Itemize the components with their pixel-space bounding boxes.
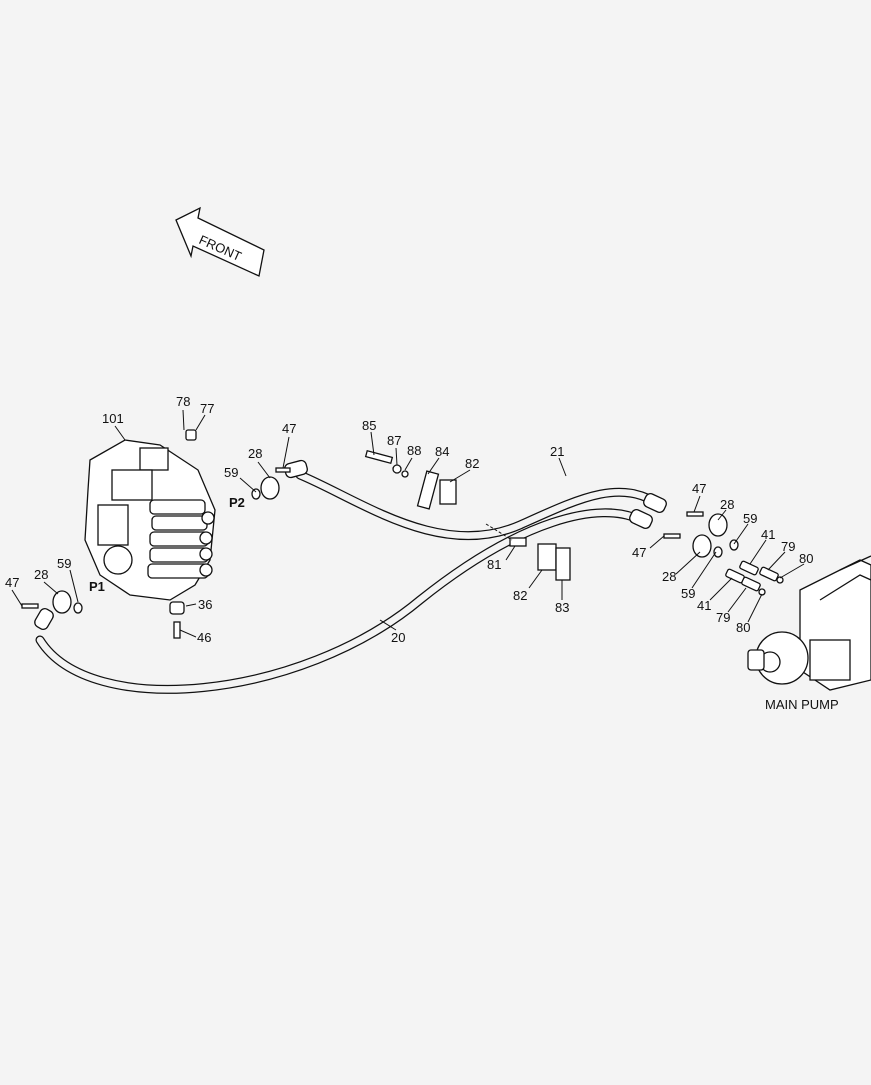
callout-28: 28	[248, 446, 262, 461]
callout-28: 28	[34, 567, 48, 582]
callout-77: 77	[200, 401, 214, 416]
callout-101: 101	[102, 411, 124, 426]
callout-85: 85	[362, 418, 376, 433]
callout-80: 80	[799, 551, 813, 566]
callout-79: 79	[716, 610, 730, 625]
callout-21: 21	[550, 444, 564, 459]
callout-47: 47	[282, 421, 296, 436]
control-valve	[84, 429, 216, 639]
port-p1-label: P1	[89, 579, 105, 594]
callout-59: 59	[681, 586, 695, 601]
callout-83: 83	[555, 600, 569, 615]
callout-78: 78	[176, 394, 190, 409]
clamp-assembly	[364, 449, 571, 581]
port-p2-label: P2	[229, 495, 245, 510]
callout-47: 47	[632, 545, 646, 560]
callout-59: 59	[743, 511, 757, 526]
leader-lines	[11, 409, 805, 638]
callout-28: 28	[720, 497, 734, 512]
hose-fittings	[34, 459, 667, 630]
main-pump-caption: MAIN PUMP	[765, 697, 839, 712]
callout-82: 82	[465, 456, 479, 471]
callout-84: 84	[435, 444, 449, 459]
spool-stack	[147, 499, 215, 579]
callout-46: 46	[197, 630, 211, 645]
callout-59: 59	[57, 556, 71, 571]
callout-81: 81	[487, 557, 501, 572]
callout-59: 59	[224, 465, 238, 480]
callout-47: 47	[5, 575, 19, 590]
callout-80: 80	[736, 620, 750, 635]
callout-28: 28	[662, 569, 676, 584]
callout-41: 41	[761, 527, 775, 542]
flanges	[21, 467, 739, 614]
callout-82: 82	[513, 588, 527, 603]
callout-47: 47	[692, 481, 706, 496]
callout-20: 20	[391, 630, 405, 645]
callout-labels: 101 78 77 47 28 59 P2 47 28 59 P1 36 46 …	[5, 394, 813, 645]
callout-41: 41	[697, 598, 711, 613]
callout-36: 36	[198, 597, 212, 612]
hose-21	[296, 471, 664, 539]
callout-88: 88	[407, 443, 421, 458]
main-pump	[747, 555, 871, 691]
pump-fittings	[725, 560, 784, 596]
callout-79: 79	[781, 539, 795, 554]
hose-20	[36, 509, 644, 693]
callout-87: 87	[387, 433, 401, 448]
front-arrow: FRONT	[175, 206, 265, 277]
